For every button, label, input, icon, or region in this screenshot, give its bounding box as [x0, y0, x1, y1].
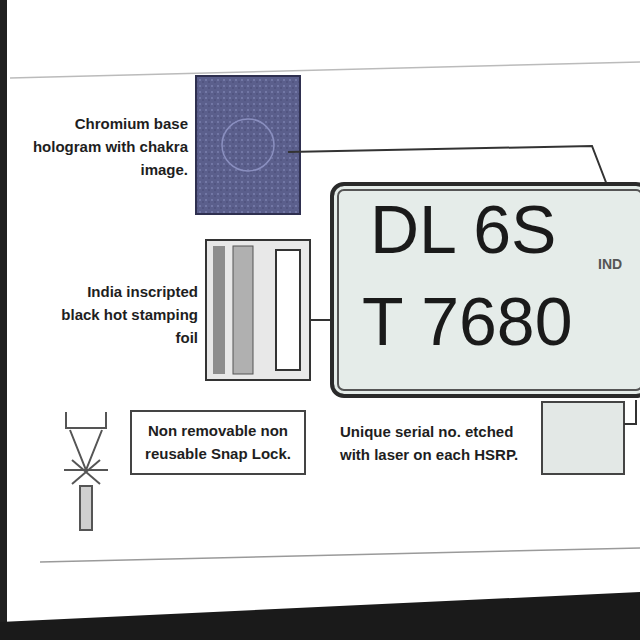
callout-box: Non removable non reusable Snap Lock. — [130, 410, 306, 475]
foil-stripe — [233, 246, 253, 374]
chakra-mark — [222, 119, 274, 171]
foil-image — [206, 240, 310, 380]
hologram-image — [196, 76, 300, 214]
frame-line — [10, 62, 640, 78]
frame-line — [40, 548, 640, 562]
country-code: IND — [598, 256, 622, 272]
callout-label: Chromium base hologram with chakra image… — [30, 112, 188, 181]
callout-text: Non removable non reusable Snap Lock. — [142, 420, 294, 465]
snap-lock-symbol — [64, 412, 108, 530]
scan-edge — [0, 592, 640, 640]
foil-stripe — [213, 246, 225, 374]
callout-label: Unique serial no. etched with laser on e… — [340, 420, 530, 466]
number-plate: DL 6S T 7680 IND — [330, 182, 640, 398]
plate-number: DL 6S — [370, 190, 556, 268]
foil-stripe — [276, 250, 300, 370]
scan-edge — [0, 0, 7, 640]
callout-label: India inscripted black hot stamping foil — [52, 280, 198, 349]
plate-number: T 7680 — [362, 282, 572, 360]
serial-plate — [542, 402, 624, 474]
